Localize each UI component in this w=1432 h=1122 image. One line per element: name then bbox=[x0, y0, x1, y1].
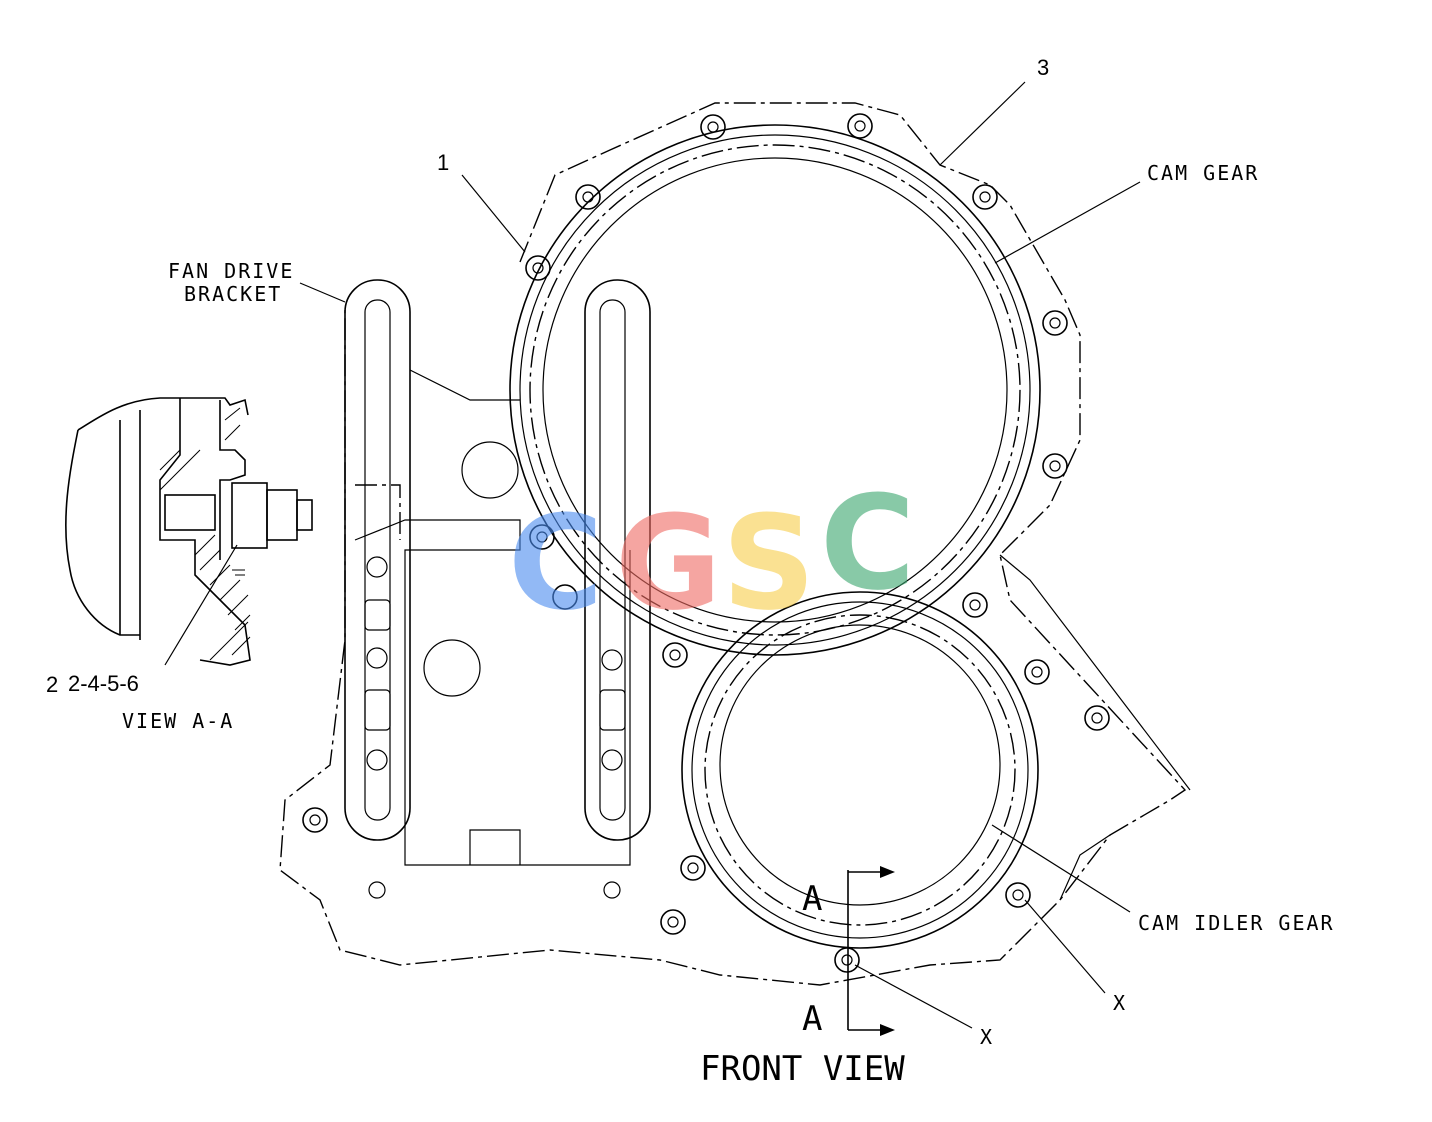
callout-2-4-5-6: 2-4-5-6 bbox=[68, 671, 139, 696]
bolt bbox=[1042, 310, 1068, 336]
label-view-a-a: VIEW A-A bbox=[122, 709, 234, 733]
label-fan-drive-line1: FAN DRIVE bbox=[168, 259, 294, 283]
watermark-letter: C bbox=[820, 467, 915, 619]
leader-x-right bbox=[1024, 899, 1106, 994]
fan-drive-bracket bbox=[344, 279, 651, 899]
callout-1: 1 bbox=[437, 150, 449, 175]
leader-cam-idler bbox=[991, 824, 1131, 913]
bolt bbox=[529, 524, 555, 550]
bolt bbox=[302, 807, 328, 833]
cover-bolts bbox=[302, 113, 1110, 973]
leader-1 bbox=[461, 174, 526, 253]
label-x-right: X bbox=[1113, 991, 1127, 1015]
bolt bbox=[962, 592, 988, 618]
bolt bbox=[1042, 453, 1068, 479]
bolt bbox=[680, 855, 706, 881]
bolt bbox=[525, 255, 551, 281]
section-line-a-a bbox=[847, 866, 895, 1036]
leader-x-left bbox=[854, 964, 973, 1029]
cam-gear bbox=[509, 124, 1041, 656]
bolt bbox=[1084, 705, 1110, 731]
bolt bbox=[1005, 882, 1031, 908]
label-cam-idler-gear: CAM IDLER GEAR bbox=[1138, 911, 1335, 935]
section-a-top: A bbox=[802, 879, 822, 919]
watermark-letter: S bbox=[722, 487, 816, 639]
watermark-letter: C bbox=[508, 487, 603, 639]
callout-3: 3 bbox=[1037, 55, 1049, 80]
bolt bbox=[662, 642, 688, 668]
title-front-view: FRONT VIEW bbox=[700, 1049, 905, 1089]
bolt bbox=[847, 113, 873, 139]
cam-idler-gear bbox=[681, 591, 1039, 949]
callout-2-prefix: 2 bbox=[46, 672, 58, 697]
label-cam-gear: CAM GEAR bbox=[1147, 161, 1259, 185]
front-cover-outline bbox=[279, 102, 1191, 986]
labels: 1 3 CAM GEAR FAN DRIVE BRACKET 2 2-4-5-6… bbox=[46, 55, 1335, 1089]
cgsc-watermark: C G S C bbox=[508, 467, 915, 639]
leader-cam-gear bbox=[994, 181, 1141, 264]
watermark-letter: G bbox=[615, 487, 722, 639]
leader-fan-drive bbox=[299, 282, 346, 303]
leader-lines bbox=[164, 81, 1141, 1029]
label-fan-drive-line2: BRACKET bbox=[184, 282, 282, 306]
bolt bbox=[1024, 659, 1050, 685]
bolt bbox=[575, 184, 601, 210]
bolt bbox=[552, 584, 578, 610]
bolt bbox=[700, 114, 726, 140]
bolt bbox=[972, 184, 998, 210]
view-a-a-detail bbox=[65, 397, 313, 666]
bolt bbox=[834, 947, 860, 973]
section-a-bottom: A bbox=[802, 999, 822, 1039]
leader-3 bbox=[939, 81, 1026, 166]
label-x-left: X bbox=[980, 1025, 994, 1049]
bolt bbox=[660, 909, 686, 935]
leader-view-callout bbox=[164, 544, 238, 666]
